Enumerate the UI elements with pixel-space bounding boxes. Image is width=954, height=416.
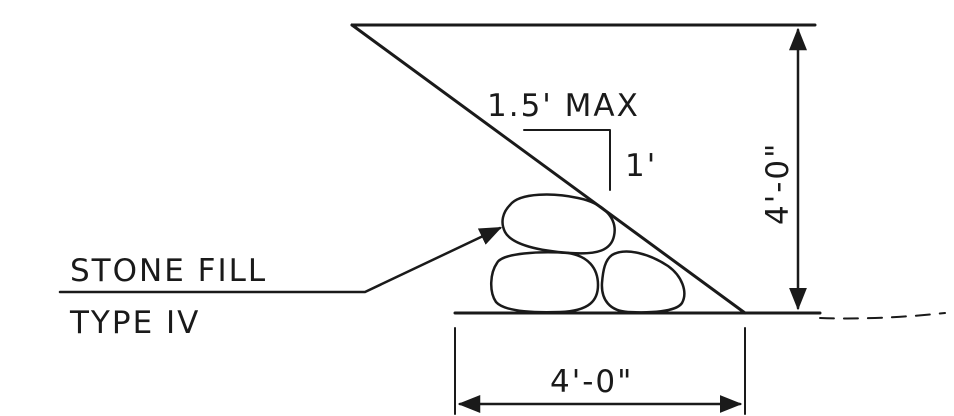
height-dimension-label: 4'-0": [760, 142, 796, 225]
stone-top: [501, 193, 616, 255]
width-dimension-label: 4'-0": [550, 364, 633, 400]
slope-ratio-indicator: [523, 129, 611, 191]
stone-bottom-right: [600, 250, 686, 314]
slope-line: [350, 23, 747, 315]
material-label-line-1: STONE FILL: [70, 253, 267, 289]
material-leader-line: [58, 226, 503, 294]
slope-ratio-horizontal-label: 1.5' MAX: [487, 88, 640, 124]
stone-bottom-left: [490, 251, 600, 314]
existing-grade-dashed-line: [819, 312, 946, 320]
slope-ratio-vertical-label: 1': [625, 148, 657, 184]
material-label-line-2: TYPE IV: [69, 305, 200, 341]
